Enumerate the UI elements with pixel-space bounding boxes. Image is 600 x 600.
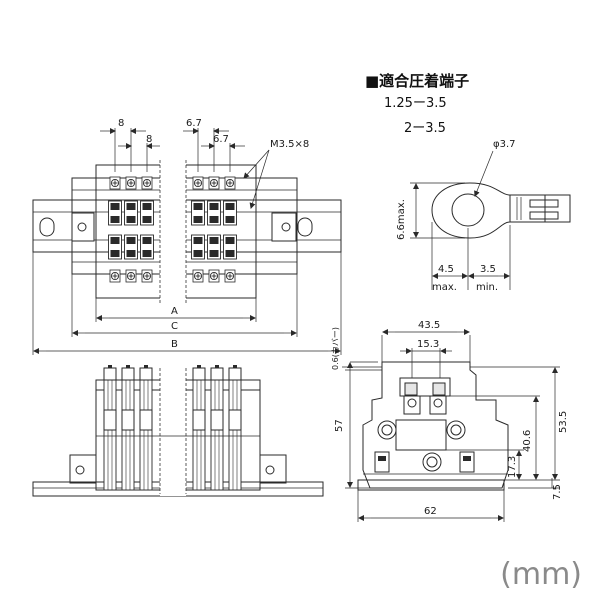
dim-pitch-c: 6.7 xyxy=(186,118,202,129)
dim-height-57: 57 xyxy=(334,419,345,432)
dim-width-top: 43.5 xyxy=(418,320,440,331)
dim-hole-dia: φ3.7 xyxy=(493,139,516,150)
dim-right-note: min. xyxy=(476,282,498,293)
dim-right: 3.5 xyxy=(480,264,496,275)
dim-base-62: 62 xyxy=(424,506,437,517)
dim-pitch-a: 8 xyxy=(118,118,124,129)
dim-width-max: 6.6max. xyxy=(396,199,407,240)
dim-left-note: max. xyxy=(432,282,457,293)
dim-pitch-b: 8 xyxy=(146,134,152,145)
header: ■適合圧着端子 1.25ー3.5 2ー3.5 xyxy=(365,72,469,136)
dim-7-5: 7.5 xyxy=(552,484,563,500)
front-view-screw-heads xyxy=(103,365,242,381)
crimp-terminal: φ3.7 6.6max. 4.5 max. 3.5 min. xyxy=(396,139,571,293)
side-view-dimensions: 43.5 15.3 0.6(カバー) 57 53.5 xyxy=(331,320,569,522)
crimp-terminal-ring xyxy=(431,182,546,239)
dim-53-5: 53.5 xyxy=(558,411,569,433)
side-view: 43.5 15.3 0.6(カバー) 57 53.5 xyxy=(331,320,569,522)
dim-pitch-d: 6.7 xyxy=(213,134,229,145)
side-view-body xyxy=(362,361,509,489)
dim-left: 4.5 xyxy=(438,264,454,275)
header-size-2: 2ー3.5 xyxy=(404,121,446,136)
dim-cover: 0.6(カバー) xyxy=(331,327,340,370)
front-view xyxy=(32,365,324,497)
dim-C: C xyxy=(171,321,178,332)
dim-B: B xyxy=(171,339,178,350)
top-view: 8 8 6.7 6.7 M3.5×8 A C xyxy=(32,118,342,355)
top-view-rail xyxy=(32,199,342,253)
unit-label: (mm) xyxy=(500,557,582,592)
header-title: ■適合圧着端子 xyxy=(365,72,469,90)
header-size-1: 1.25ー3.5 xyxy=(384,96,447,111)
screw-label: M3.5×8 xyxy=(270,139,309,150)
terminal-dimensions: φ3.7 6.6max. 4.5 max. 3.5 min. xyxy=(396,139,516,293)
crimp-terminal-hole xyxy=(451,193,485,227)
dim-width-inner: 15.3 xyxy=(417,339,439,350)
top-view-dimensions: 8 8 6.7 6.7 M3.5×8 A C xyxy=(32,118,342,355)
dim-A: A xyxy=(171,306,178,317)
dim-17-3: 17.3 xyxy=(507,456,518,478)
dim-40-6: 40.6 xyxy=(522,430,533,452)
